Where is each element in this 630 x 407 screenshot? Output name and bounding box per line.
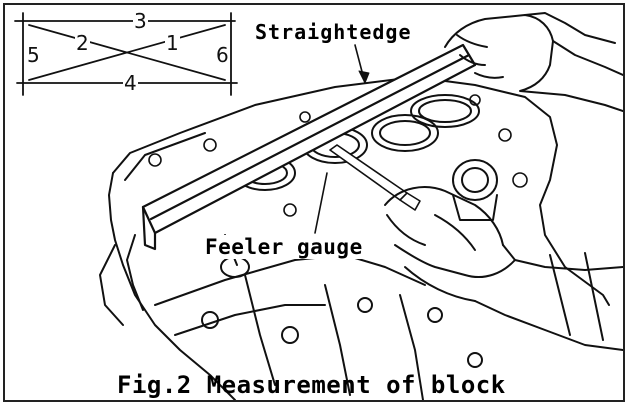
feeler-gauge-blade [329, 144, 421, 211]
hand-with-feeler-gauge [384, 186, 623, 351]
oil-filter-boss [452, 159, 498, 221]
straightedge-bar [141, 43, 477, 251]
point-label-6: 6 [215, 43, 230, 67]
right-hand-top [444, 12, 623, 112]
block-outline [112, 76, 610, 306]
diagram-diagonal-2 [28, 24, 226, 81]
point-label-2: 2 [75, 31, 90, 55]
point-label-5: 5 [26, 43, 41, 67]
figure-caption: Fig.2 Measurement of block [117, 371, 506, 399]
feeler-gauge-leader [314, 172, 328, 234]
feeler-gauge-label: Feeler gauge [205, 235, 363, 259]
measurement-diagram [14, 12, 238, 96]
figure-frame: 3 2 1 5 6 4 Straightedge Feeler gauge Fi… [3, 3, 625, 402]
engine-block-illustration [14, 12, 623, 400]
point-label-3: 3 [133, 9, 148, 33]
point-label-4: 4 [123, 71, 138, 95]
straightedge-label: Straightedge [255, 20, 412, 44]
point-label-1: 1 [165, 31, 180, 55]
